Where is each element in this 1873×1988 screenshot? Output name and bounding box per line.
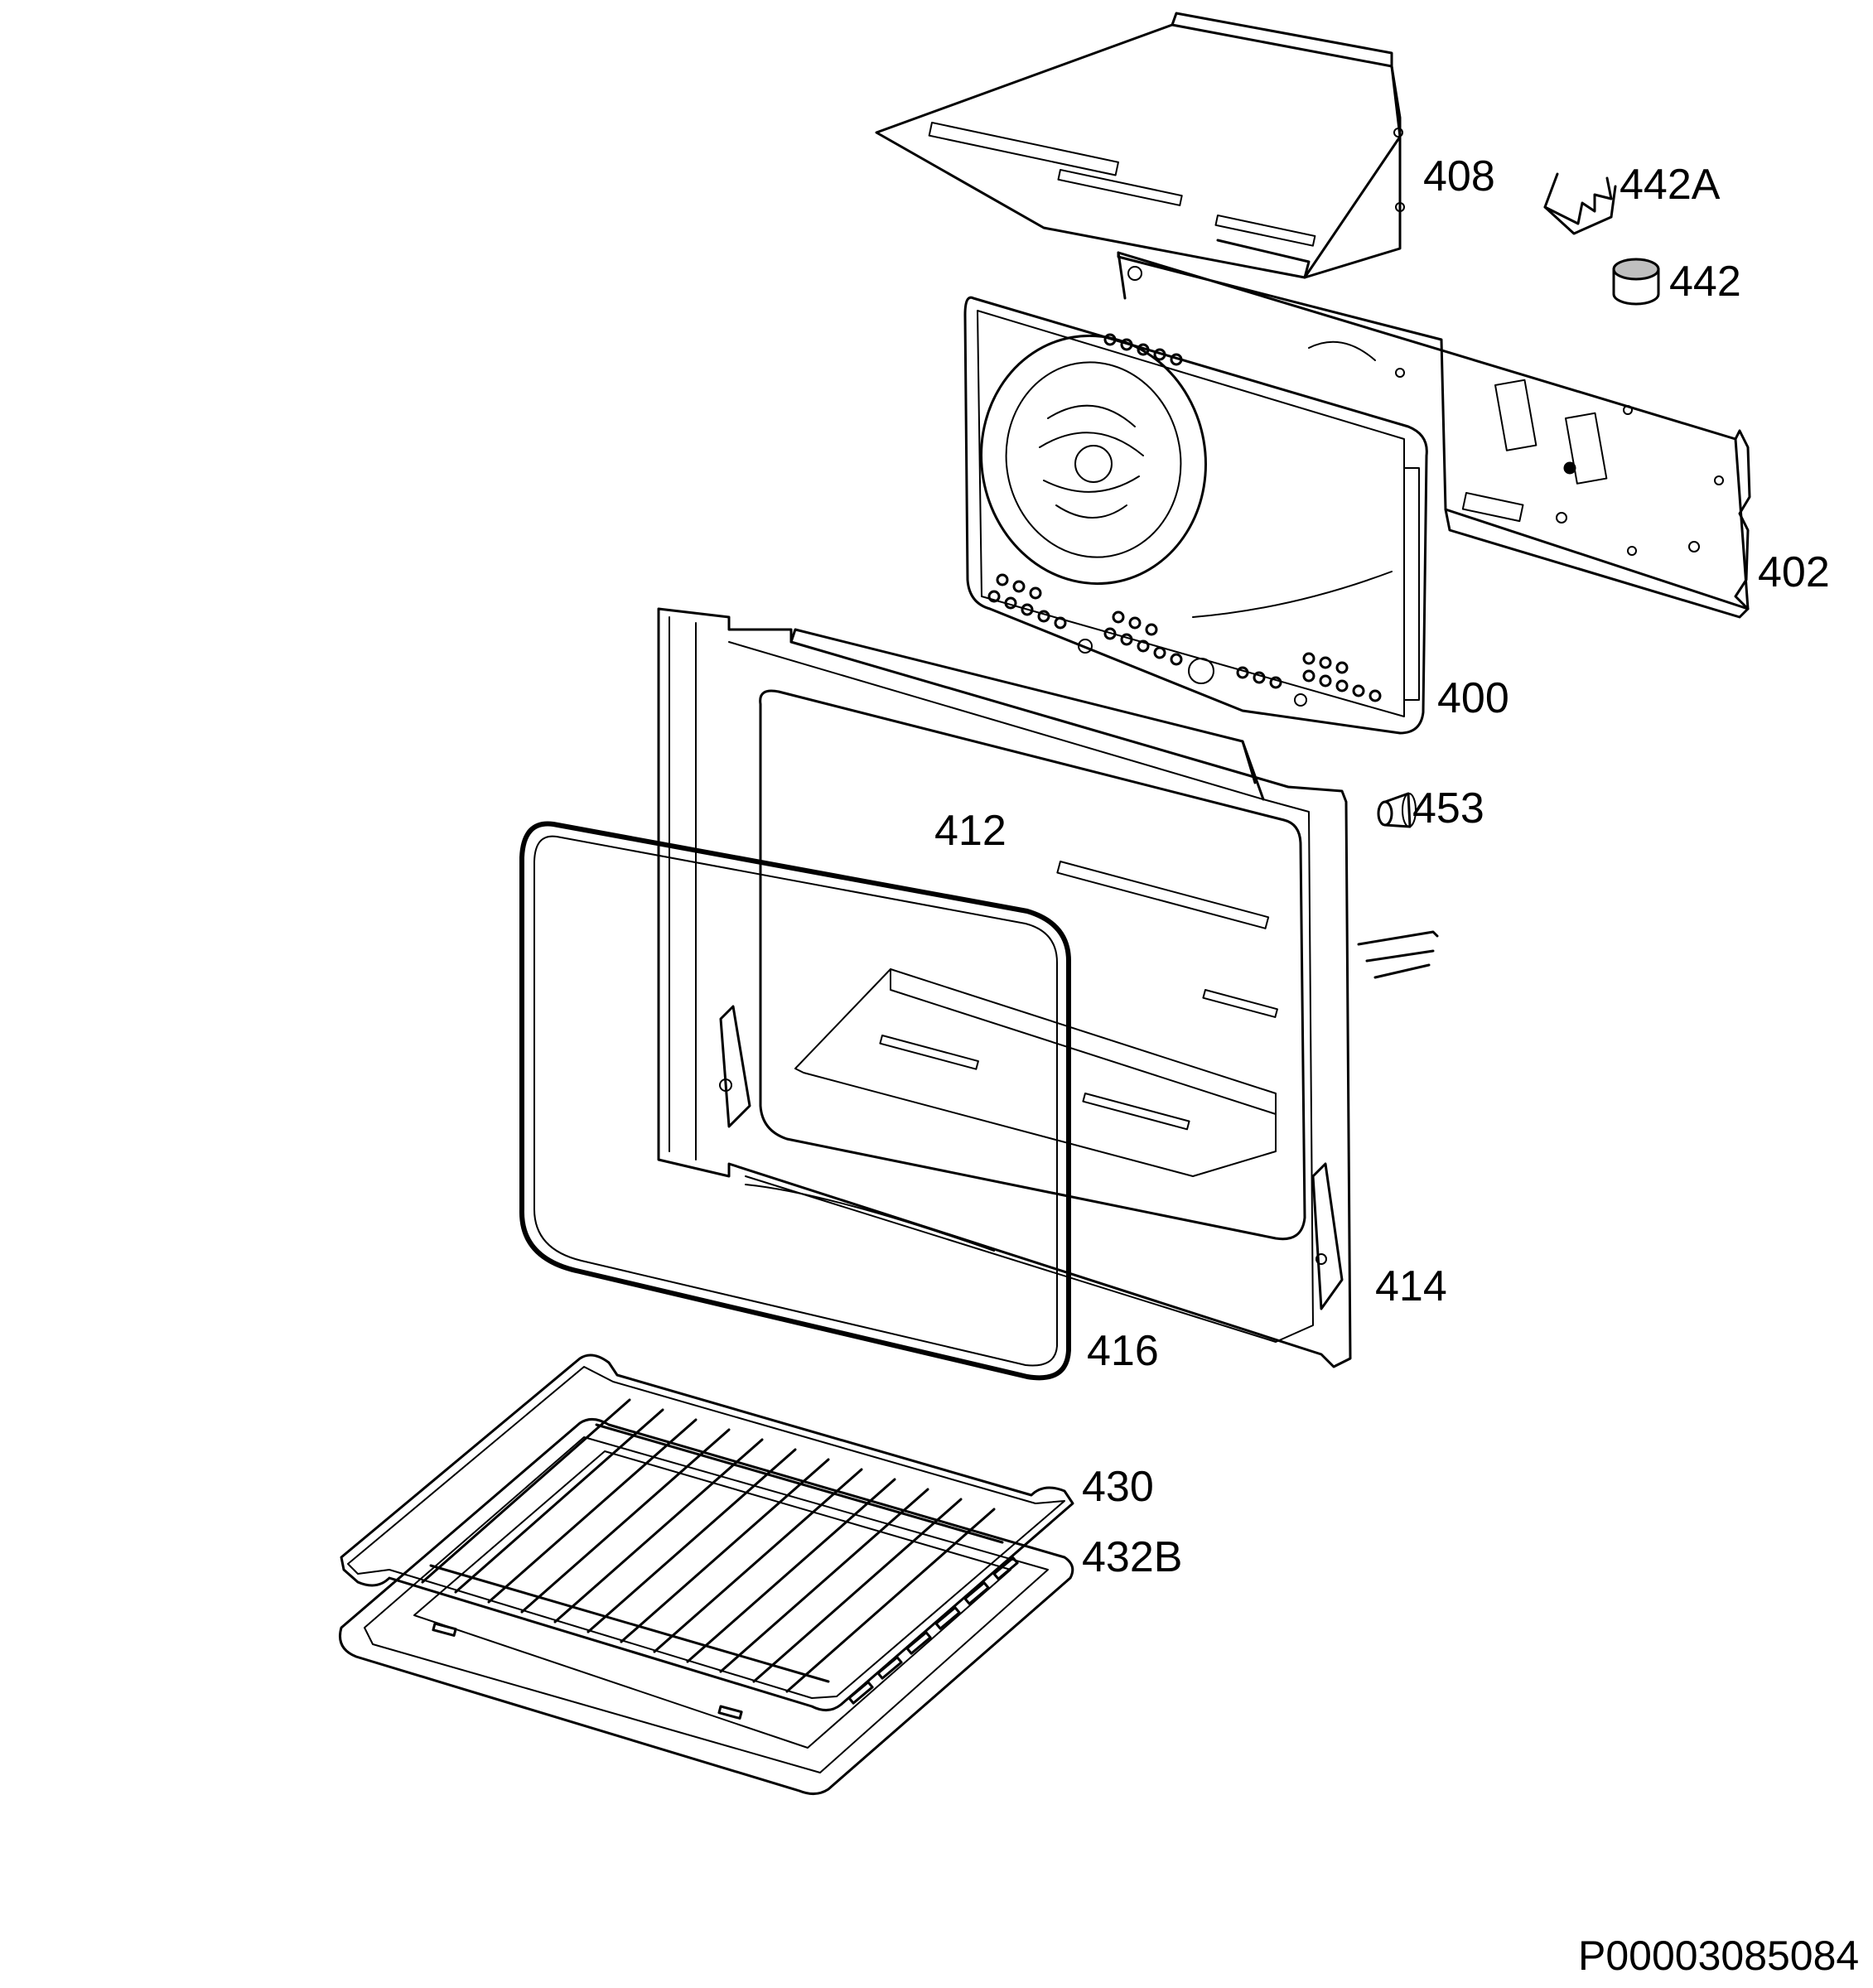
callout-442: 442 — [1669, 258, 1741, 306]
part-400-fan-cover[interactable] — [962, 296, 1428, 735]
part-408-top-deflector[interactable] — [875, 12, 1405, 279]
callout-453: 453 — [1412, 784, 1484, 832]
part-414-oven-cavity[interactable] — [657, 607, 1352, 1368]
callout-442a: 442A — [1620, 161, 1721, 209]
callout-432b: 432B — [1082, 1533, 1182, 1581]
document-id: P00003085084 — [1578, 1933, 1859, 1979]
part-442-round-filter[interactable] — [1612, 258, 1660, 306]
part-442a-spring-clip[interactable] — [1543, 172, 1617, 235]
part-453-grommet[interactable] — [1377, 792, 1417, 828]
part-430-wire-shelf[interactable] — [340, 1353, 1074, 1711]
callout-408: 408 — [1423, 152, 1495, 200]
callout-430: 430 — [1082, 1463, 1154, 1511]
callout-414: 414 — [1375, 1262, 1447, 1310]
callout-416: 416 — [1087, 1327, 1159, 1375]
part-432b-baking-tray[interactable] — [339, 1418, 1074, 1795]
callout-412: 412 — [934, 807, 1006, 855]
callout-400: 400 — [1437, 674, 1509, 722]
part-402-rear-panel[interactable] — [1117, 251, 1751, 619]
part-416-door-seal[interactable] — [519, 821, 1071, 1381]
callout-402: 402 — [1758, 548, 1830, 596]
